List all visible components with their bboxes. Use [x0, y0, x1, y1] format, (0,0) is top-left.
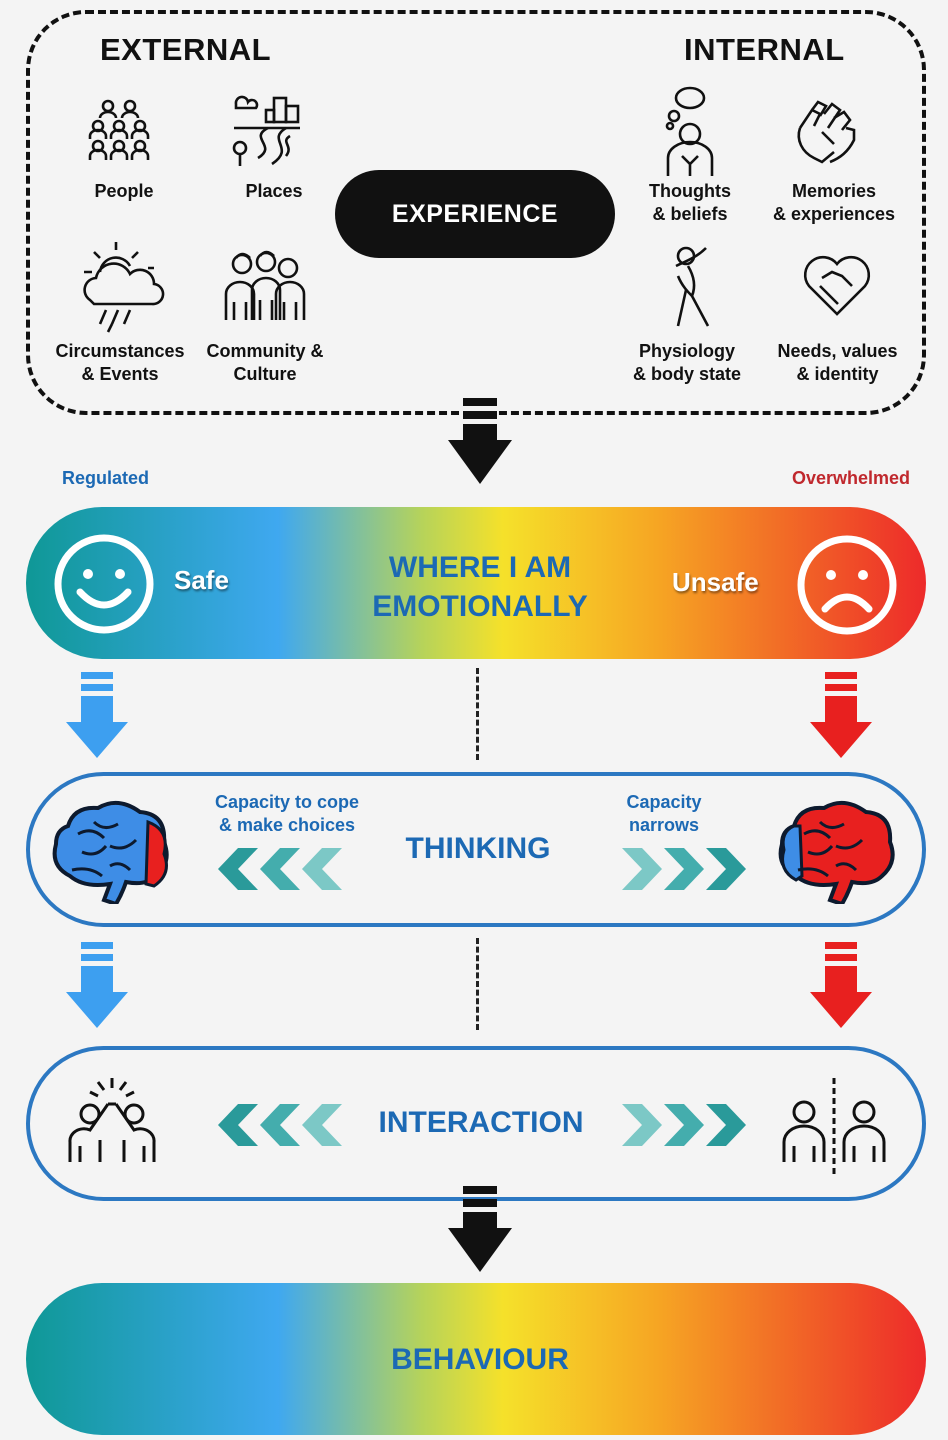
emotional-title-line1: WHERE I AM [388, 551, 572, 584]
places-icon [232, 95, 300, 166]
center-divider [476, 938, 479, 1030]
hands-icon [797, 100, 856, 164]
unsafe-down-arrow-icon [810, 942, 872, 1028]
interaction-title: INTERACTION [378, 1106, 584, 1139]
happy-face-icon [54, 534, 154, 634]
chevrons-right-icon [622, 848, 746, 890]
safe-down-arrow-icon [66, 672, 128, 758]
interaction-pill [26, 1046, 926, 1201]
chevrons-left-icon [218, 848, 342, 890]
external-item-label: Places [245, 181, 303, 201]
unsafe-label: Unsafe [672, 567, 759, 597]
community-icon [224, 250, 306, 320]
down-arrow-icon [448, 1186, 512, 1272]
internal-item-label: Physiology & body state [632, 341, 742, 384]
capacity-cope-text: Capacity to cope & make choices [214, 792, 360, 835]
thinking-pill [26, 772, 926, 927]
behaviour-bar [26, 1283, 926, 1435]
emotional-title: WHERE I AM EMOTIONALLY [330, 548, 630, 626]
external-item-label: Community & Culture [206, 341, 324, 384]
internal-item-label: Thoughts & beliefs [649, 181, 731, 224]
separated-people-icon [782, 1078, 886, 1178]
safe-label: Safe [174, 565, 229, 595]
high-five-icon [68, 1078, 156, 1162]
people-group-icon [88, 99, 150, 160]
weather-cloud-icon [83, 242, 165, 333]
chevrons-left-icon [218, 1104, 342, 1146]
stretching-person-icon [675, 246, 710, 327]
behaviour-title: BEHAVIOUR [391, 1343, 569, 1376]
heart-handshake-icon [803, 255, 871, 316]
capacity-narrows-text: Capacity narrows [626, 792, 702, 835]
external-heading: EXTERNAL [100, 32, 272, 67]
external-item-label: Circumstances & Events [55, 341, 185, 384]
center-divider [476, 668, 479, 760]
overwhelmed-label: Overwhelmed [791, 468, 910, 488]
emotional-state-bar [26, 507, 926, 659]
calm-brain-icon [52, 800, 169, 904]
thinking-title: THINKING [405, 832, 551, 865]
regulated-label: Regulated [62, 468, 150, 488]
experience-pill: EXPERIENCE [335, 170, 615, 258]
internal-heading: INTERNAL [684, 32, 845, 67]
emotional-title-line2: EMOTIONALLY [372, 590, 588, 623]
sad-face-icon [797, 535, 897, 635]
chevrons-right-icon [622, 1104, 746, 1146]
internal-item-label: Needs, values & identity [777, 341, 898, 384]
thinking-person-icon [665, 86, 714, 176]
down-arrow-icon [448, 398, 512, 484]
safe-down-arrow-icon [66, 942, 128, 1028]
overwhelmed-brain-icon [778, 800, 895, 904]
internal-item-label: Memories & experiences [772, 181, 896, 224]
external-item-label: People [94, 181, 154, 201]
unsafe-down-arrow-icon [810, 672, 872, 758]
